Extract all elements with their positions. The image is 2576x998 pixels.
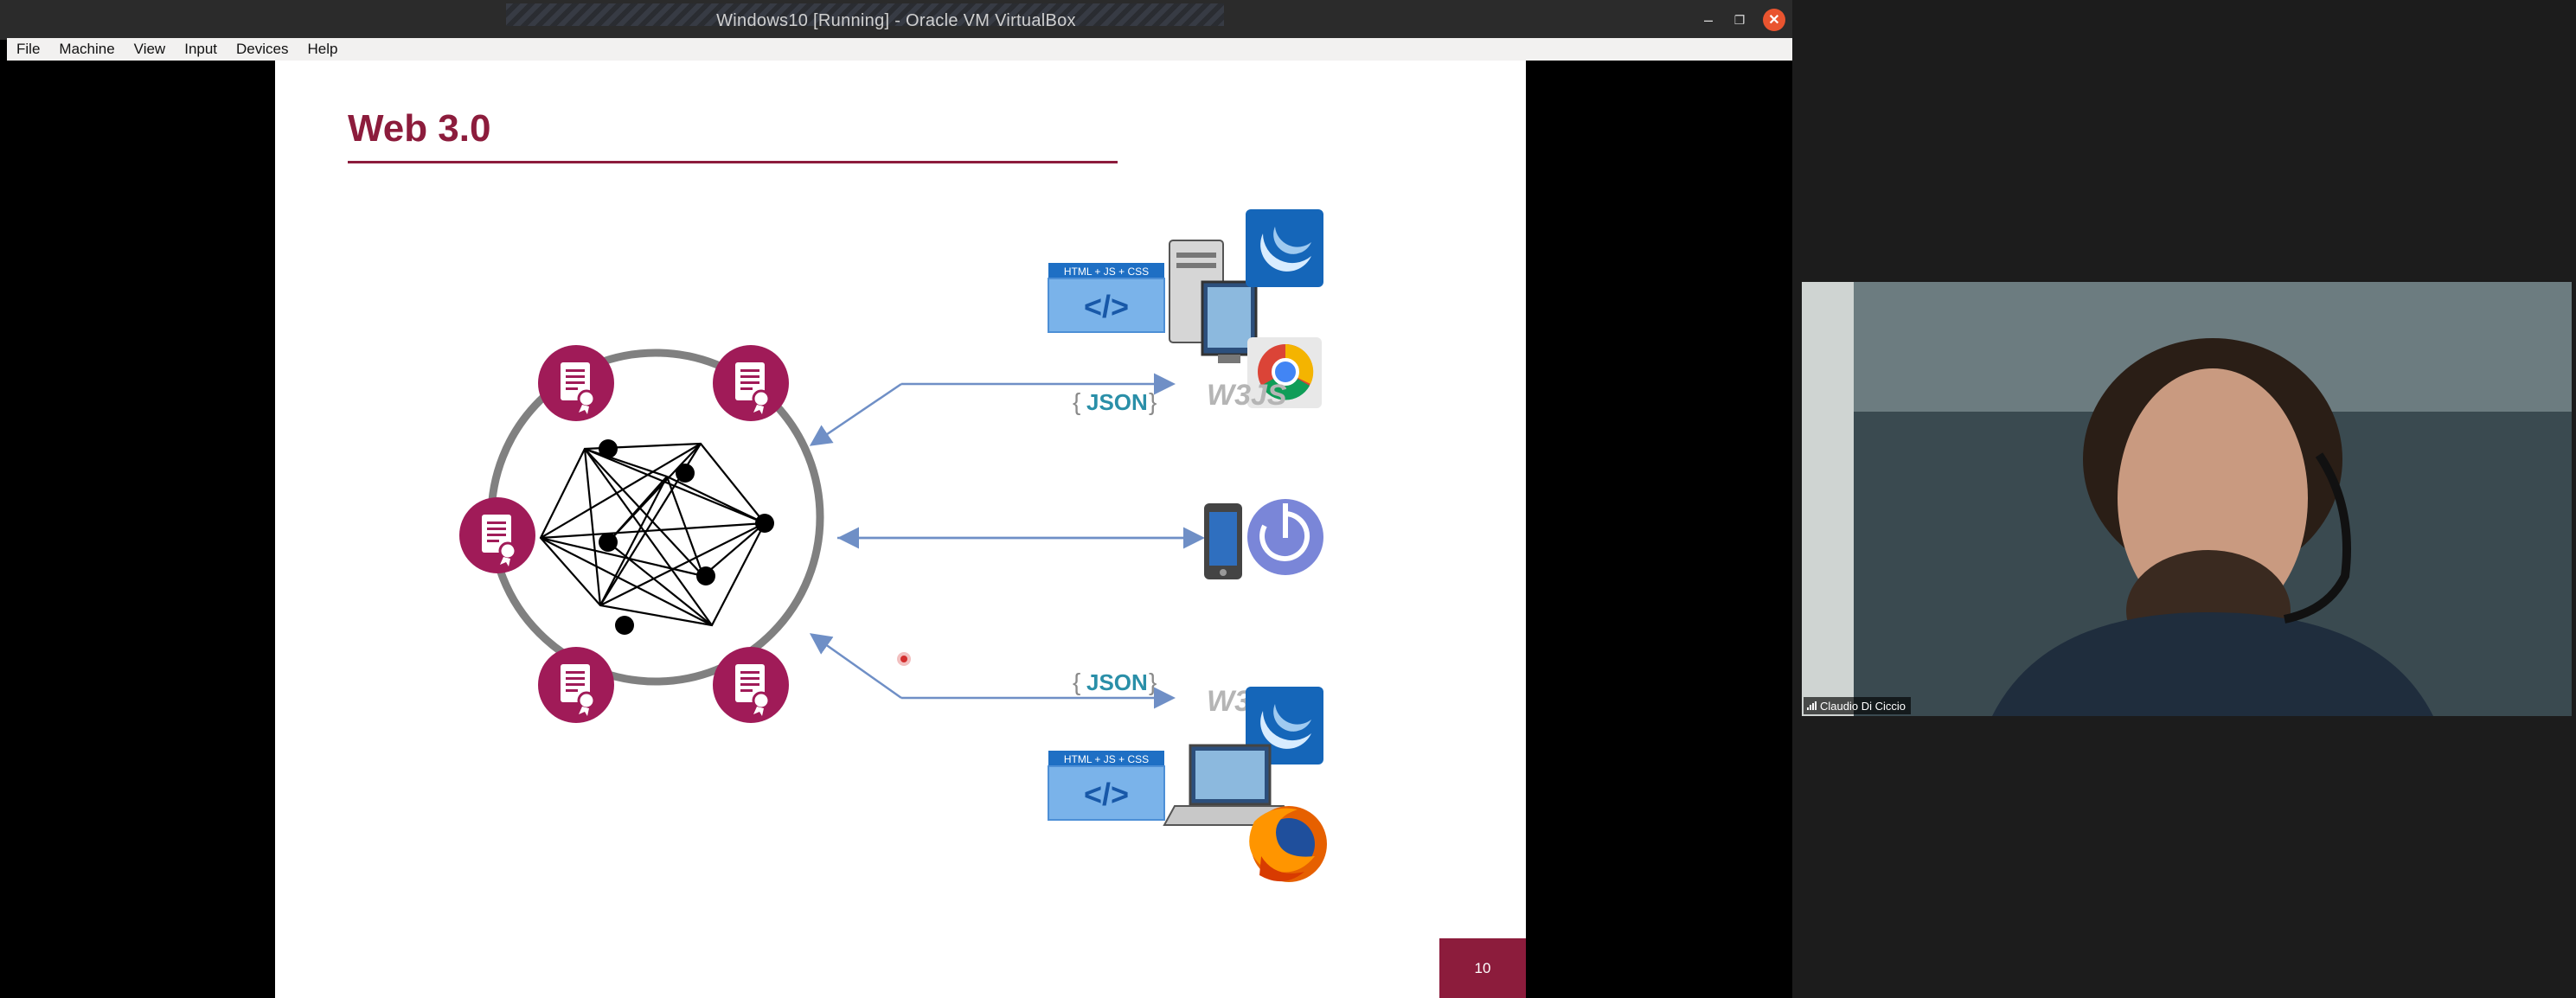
json-brace-left: { bbox=[1073, 388, 1080, 415]
minimize-button[interactable]: – bbox=[1703, 10, 1713, 29]
slide-title: Web 3.0 bbox=[348, 107, 491, 150]
presentation-slide: Web 3.0 bbox=[275, 61, 1526, 998]
participant-video[interactable]: Claudio Di Ciccio bbox=[1802, 282, 2572, 716]
menu-bar: File Machine View Input Devices Help bbox=[7, 38, 1792, 61]
json-brace-right: } bbox=[1149, 388, 1157, 415]
code-icon: </> bbox=[1084, 777, 1129, 812]
w3js-logo: W3JS bbox=[1207, 379, 1287, 412]
web3-diagram: HTML + JS + CSS </> bbox=[458, 209, 1327, 882]
dapp-icon bbox=[1247, 499, 1323, 575]
maximize-button[interactable]: ❐ bbox=[1733, 12, 1746, 27]
bottom-client: { JSON } W3JS HTML + JS + CSS </> bbox=[1048, 669, 1327, 882]
title-bar[interactable]: Windows10 [Running] - Oracle VM VirtualB… bbox=[0, 0, 1792, 40]
network-nodes bbox=[599, 439, 774, 635]
code-icon: </> bbox=[1084, 289, 1129, 324]
laptop-icon bbox=[1163, 744, 1296, 826]
chrome-icon bbox=[1247, 337, 1322, 408]
jquery-icon bbox=[1246, 209, 1323, 287]
title-underline bbox=[348, 161, 1118, 163]
participant-camera-feed bbox=[1802, 282, 2572, 716]
json-label: JSON bbox=[1086, 389, 1148, 415]
window-title: Windows10 [Running] - Oracle VM VirtualB… bbox=[716, 11, 1076, 30]
signal-strength-icon bbox=[1807, 701, 1817, 710]
menu-help[interactable]: Help bbox=[307, 41, 338, 57]
participant-name: Claudio Di Ciccio bbox=[1820, 699, 1906, 713]
json-label: JSON bbox=[1086, 669, 1148, 695]
menu-file[interactable]: File bbox=[16, 41, 41, 57]
firefox-icon bbox=[1249, 806, 1327, 882]
participant-name-label: Claudio Di Ciccio bbox=[1804, 697, 1911, 714]
menu-input[interactable]: Input bbox=[184, 41, 218, 57]
contract-icon bbox=[536, 645, 616, 725]
close-button[interactable]: ✕ bbox=[1763, 9, 1785, 31]
contract-icon bbox=[536, 343, 616, 423]
contract-icon bbox=[711, 645, 791, 725]
tag-html-js-css: HTML + JS + CSS bbox=[1064, 265, 1149, 278]
title-decoration bbox=[506, 3, 1224, 26]
page-number: 10 bbox=[1439, 938, 1526, 998]
mouse-pointer-indicator bbox=[897, 652, 911, 666]
menu-view[interactable]: View bbox=[133, 41, 166, 57]
tag-html-js-css: HTML + JS + CSS bbox=[1064, 753, 1149, 765]
json-brace-left: { bbox=[1073, 669, 1080, 695]
json-brace-right: } bbox=[1149, 669, 1157, 695]
contract-icon bbox=[711, 343, 791, 423]
top-client: HTML + JS + CSS </> bbox=[1048, 209, 1323, 415]
desktop-computer-icon bbox=[1169, 240, 1258, 363]
menu-machine[interactable]: Machine bbox=[59, 41, 115, 57]
smartphone-icon bbox=[1204, 503, 1242, 579]
contract-icon bbox=[458, 496, 537, 575]
connection-arrows bbox=[809, 373, 1205, 709]
blockchain-network-icon bbox=[539, 442, 766, 627]
menu-devices[interactable]: Devices bbox=[236, 41, 289, 57]
